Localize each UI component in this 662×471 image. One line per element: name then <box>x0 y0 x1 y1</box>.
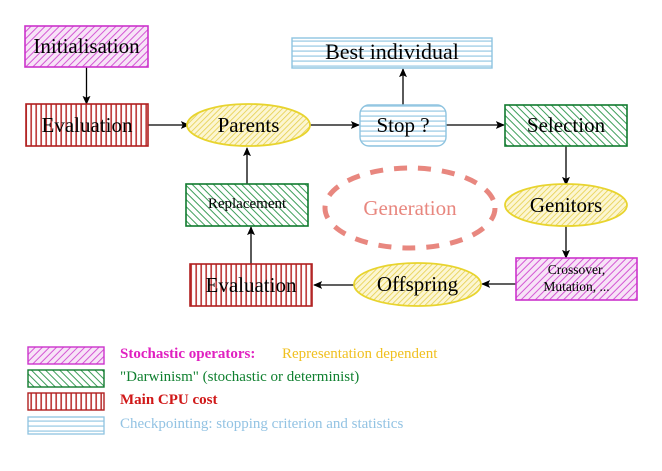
node-replacement[interactable] <box>185 183 309 227</box>
node-parents[interactable] <box>186 103 311 147</box>
node-evaluation-bottom[interactable] <box>189 263 313 307</box>
node-selection[interactable] <box>504 104 628 147</box>
legend-swatch-checkpointing <box>27 416 105 435</box>
node-evaluation-top[interactable] <box>25 103 149 147</box>
node-stop[interactable] <box>359 104 447 147</box>
legend-swatch-main-cpu-cost <box>27 392 105 411</box>
node-offspring[interactable] <box>353 262 482 307</box>
node-initialisation[interactable] <box>24 25 149 68</box>
node-crossover-mutation[interactable] <box>515 257 638 301</box>
legend-label-stochastic-operators: Stochastic operators: <box>120 346 256 362</box>
node-best-individual[interactable] <box>291 37 493 69</box>
legend-swatch-darwinism <box>27 369 105 388</box>
legend-swatch-stochastic-operators <box>27 346 105 365</box>
node-generation-cycle <box>322 165 498 251</box>
legend-label-main-cpu-cost: Main CPU cost <box>120 392 218 408</box>
legend-label-checkpointing: Checkpointing: stopping criterion and st… <box>120 416 404 432</box>
node-genitors[interactable] <box>504 183 628 227</box>
legend-label-darwinism: "Darwinism" (stochastic or determinist) <box>120 369 360 385</box>
legend-label-representation-dependent: Representation dependent <box>282 346 438 362</box>
